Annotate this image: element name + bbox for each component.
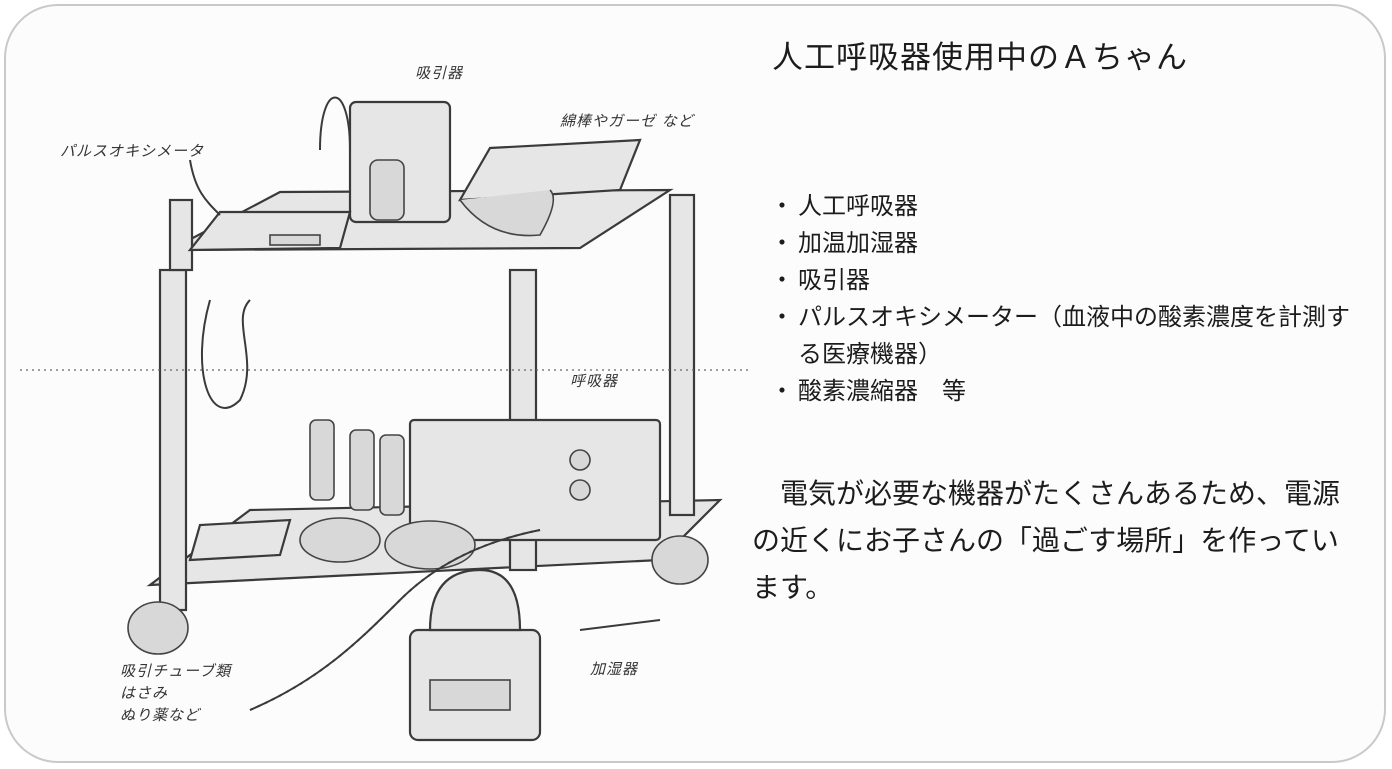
wheel — [127, 601, 189, 655]
label-pulse-oximeter: パルスオキシメータ — [60, 142, 205, 160]
supply-box — [188, 518, 292, 562]
label-scissors: はさみ — [120, 684, 169, 702]
list-item: 酸素濃縮器 等 — [770, 373, 1366, 410]
ventilator-hose-ribs — [249, 529, 541, 711]
cart-drawing — [20, 96, 760, 742]
suction-bottle — [369, 159, 405, 221]
humidifier-chamber — [428, 568, 522, 632]
page-title: 人工呼吸器使用中のＡちゃん — [772, 40, 1188, 76]
label-leader — [189, 159, 221, 216]
cart-illustration: 吸引器 パルスオキシメータ 綿棒やガーゼ など 呼吸器 加湿器 吸引チューブ類 … — [20, 40, 760, 760]
list-item: 人工呼吸器 — [770, 188, 1366, 225]
equipment-list: 人工呼吸器 加温加湿器 吸引器 パルスオキシメーター（血液中の酸素濃度を計測する… — [770, 188, 1366, 410]
wheel — [651, 535, 709, 585]
basin — [299, 517, 381, 563]
label-tubes: 吸引チューブ類 — [120, 662, 232, 680]
list-item: 加温加湿器 — [770, 225, 1366, 262]
text-panel: 人工呼吸器使用中のＡちゃん 人工呼吸器 加温加湿器 吸引器 パルスオキシメーター… — [752, 32, 1372, 604]
label-humidifier: 加湿器 — [590, 660, 639, 678]
label-leader — [579, 619, 661, 631]
oximeter-display — [269, 234, 321, 246]
label-ointment: ぬり薬など — [120, 706, 201, 724]
ventilator-dial — [569, 449, 591, 471]
supply-tray — [458, 138, 642, 202]
ventilator-dial — [569, 479, 591, 501]
label-suction: 吸引器 — [415, 64, 464, 82]
list-item: パルスオキシメーター（血液中の酸素濃度を計測する医療機器） — [770, 299, 1366, 373]
basin — [384, 520, 476, 570]
ventilator-unit — [408, 418, 662, 542]
label-ventilator: 呼吸器 — [570, 372, 619, 390]
supply-bowl — [459, 189, 555, 237]
hanging-tube — [200, 299, 251, 409]
suction-handle — [319, 96, 351, 151]
supply-bottle — [349, 429, 375, 511]
supply-bottle — [379, 434, 405, 516]
description-text: 電気が必要な機器がたくさんあるため、電源の近くにお子さんの「過ごす場所」を作って… — [752, 477, 1341, 604]
supply-bottle — [309, 419, 335, 501]
list-item: 吸引器 — [770, 262, 1366, 299]
cart-leg — [668, 193, 696, 517]
cart-leg — [158, 268, 188, 612]
cart-leg — [168, 198, 194, 272]
label-sterile-supplies: 綿棒やガーゼ など — [560, 112, 694, 130]
humidifier-display — [429, 679, 511, 711]
